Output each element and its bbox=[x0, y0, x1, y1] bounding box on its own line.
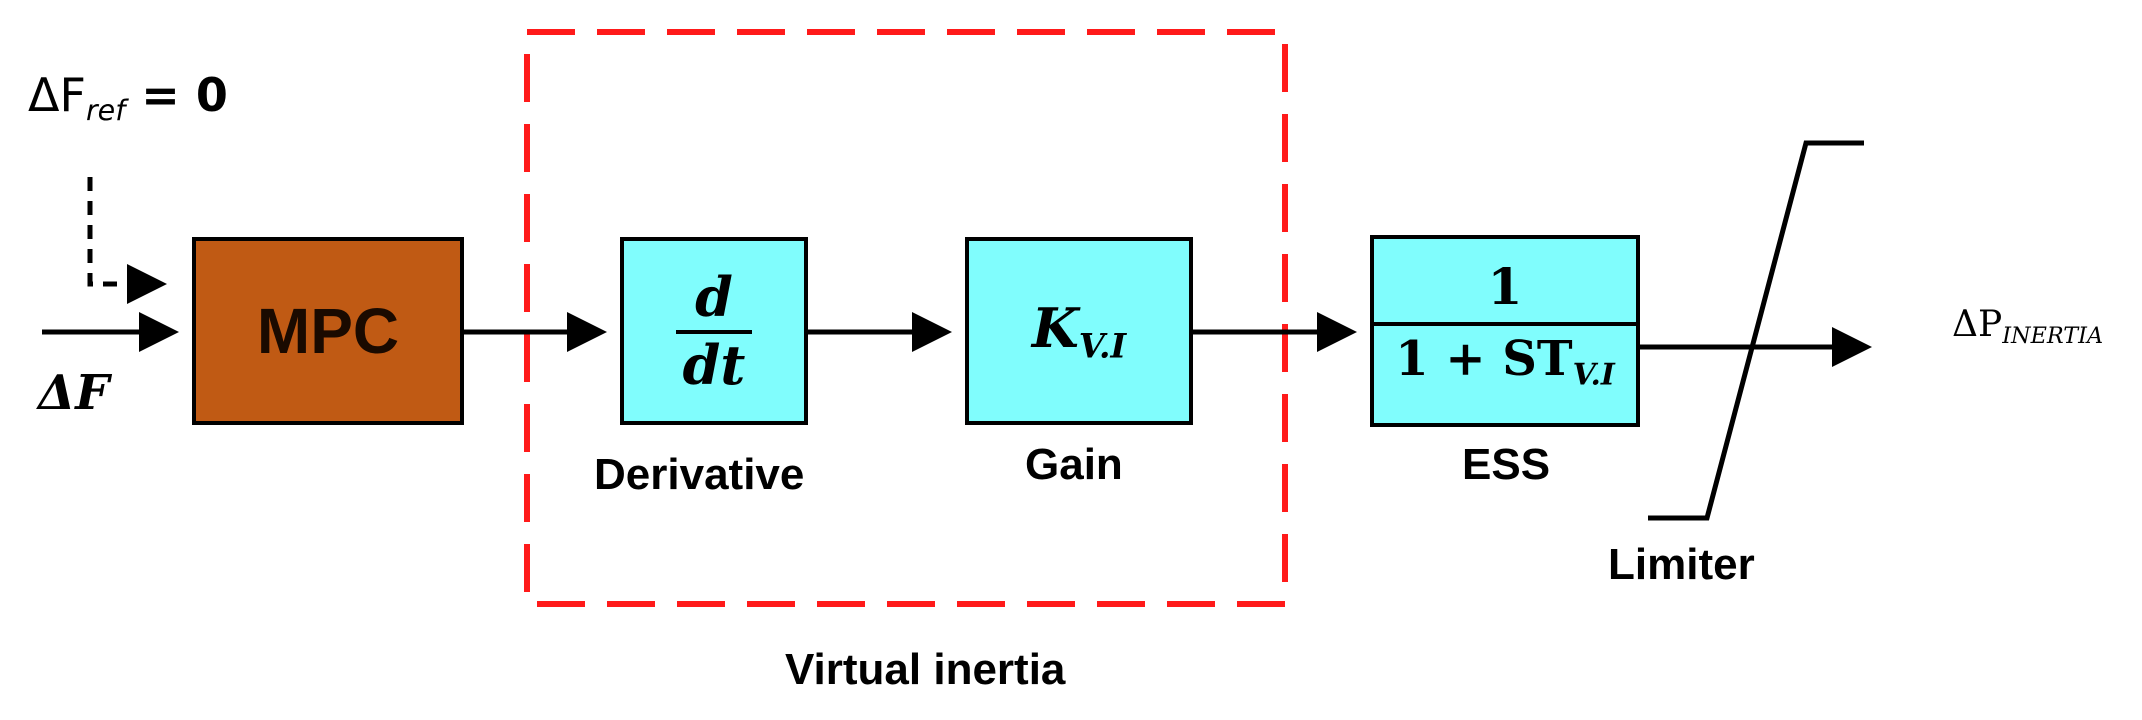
ess-denominator: 1 + STV.I bbox=[1395, 330, 1615, 393]
ess-block: 1 1 + STV.I bbox=[1370, 235, 1640, 427]
ess-numerator: 1 bbox=[1487, 256, 1523, 316]
derivative-numerator: d bbox=[695, 265, 733, 329]
reference-input-wire bbox=[87, 177, 167, 304]
ess-caption: ESS bbox=[1462, 440, 1551, 489]
reference-signal-label: ΔFref = 0 bbox=[28, 68, 228, 128]
virtual-inertia-group-box bbox=[524, 29, 1288, 607]
derivative-fraction-bar bbox=[676, 330, 752, 334]
mpc-label: MPC bbox=[256, 295, 400, 367]
derivative-block: d dt bbox=[620, 237, 808, 425]
derivative-caption: Derivative bbox=[594, 450, 805, 499]
virtual-inertia-caption: Virtual inertia bbox=[785, 645, 1066, 694]
gain-symbol: KV.I bbox=[1031, 296, 1127, 366]
ess-fraction-bar bbox=[1374, 321, 1636, 326]
limiter-curve bbox=[1648, 140, 1864, 521]
output-signal-label: ΔPINERTIA bbox=[1952, 304, 2104, 350]
derivative-denominator: dt bbox=[682, 333, 746, 397]
gain-caption: Gain bbox=[1025, 440, 1123, 489]
limiter-caption: Limiter bbox=[1608, 540, 1755, 589]
gain-block: KV.I bbox=[965, 237, 1193, 425]
mpc-block: MPC bbox=[192, 237, 464, 425]
input-signal-label: ΔF bbox=[38, 365, 110, 421]
